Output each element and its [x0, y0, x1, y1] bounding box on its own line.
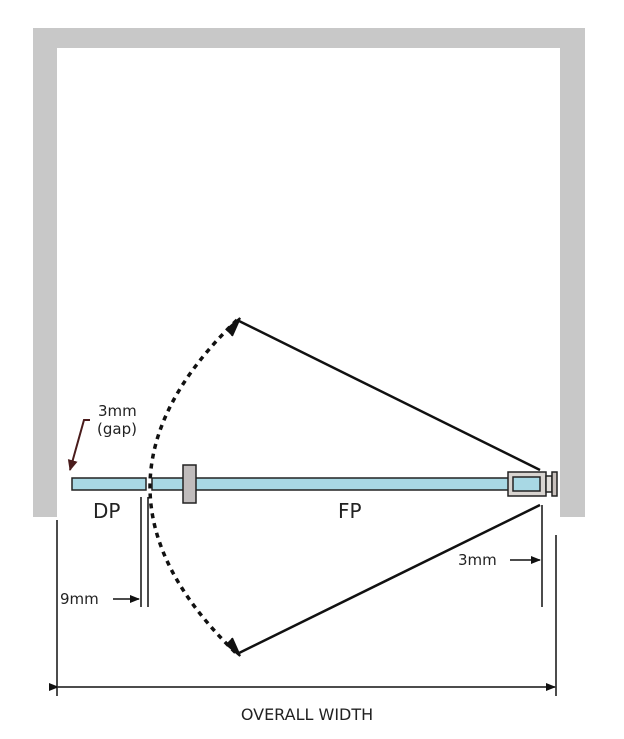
left-offset-label: 9mm	[60, 590, 99, 608]
fixed-panel-glass	[151, 477, 539, 491]
gap-value-label: 3mm	[98, 402, 137, 420]
door-panel-glass	[71, 477, 147, 491]
gap-arrow-icon	[67, 419, 90, 471]
swing-line-lower	[236, 503, 541, 656]
fixed-panel-label: FP	[338, 499, 362, 523]
swing-line-upper	[236, 318, 541, 472]
left-wall	[33, 28, 57, 517]
arc-arrowhead-top	[225, 317, 241, 337]
glass-bracket	[182, 464, 197, 504]
top-wall	[33, 28, 585, 48]
hinge-icon	[507, 471, 558, 497]
overall-width-label: OVERALL WIDTH	[241, 705, 373, 724]
door-panel-label: DP	[93, 499, 120, 523]
gap-note-label: (gap)	[97, 420, 137, 438]
right-offset-label: 3mm	[458, 551, 497, 569]
arc-arrowhead-bottom	[225, 637, 241, 657]
swing-arc-dotted	[148, 318, 239, 656]
enclosure-walls	[33, 28, 585, 517]
right-wall	[560, 28, 585, 517]
